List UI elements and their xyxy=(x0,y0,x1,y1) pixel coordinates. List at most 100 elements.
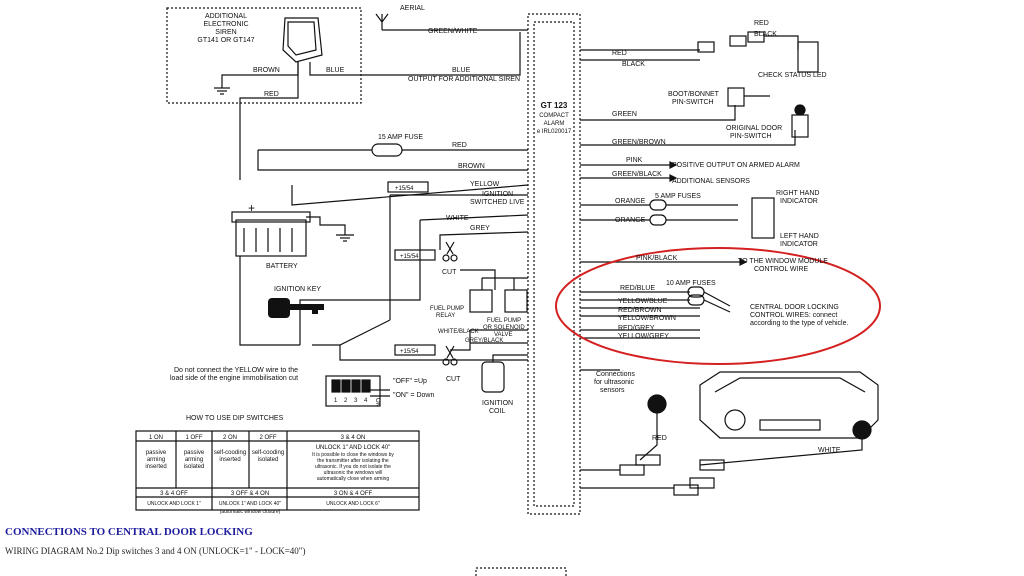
original-door-label: PIN-SWITCH xyxy=(730,133,772,140)
table-cell: self-cooding xyxy=(252,450,284,456)
dip-off-label: "OFF" =Up xyxy=(393,378,427,385)
fuses-10-label: 10 AMP FUSES xyxy=(666,280,716,287)
siren-icon xyxy=(282,17,323,63)
table-cell: arming xyxy=(185,457,203,463)
siren-box xyxy=(166,7,362,104)
car-outline xyxy=(699,371,879,439)
yellow-wire-label: YELLOW xyxy=(470,181,500,188)
ultrasonic-sensor-right xyxy=(852,420,872,440)
red-grey-label: RED/GREY xyxy=(618,325,655,332)
green-white-label: GREEN/WHITE xyxy=(428,28,478,35)
battery-icon xyxy=(235,219,307,257)
check-status-led-label: CHECK STATUS LED xyxy=(758,72,827,79)
table-header: 3 OFF & 4 ON xyxy=(231,491,269,497)
grey-black-label: GREY/BLACK xyxy=(465,338,503,344)
plus15-54-label: +15/54 xyxy=(395,186,414,192)
battery-label: BATTERY xyxy=(266,263,298,270)
table-cell: It is possible to close the windows by xyxy=(312,452,394,458)
siren-brown-label: BROWN xyxy=(253,67,280,74)
switched-live-label: SWITCHED LIVE xyxy=(470,199,525,206)
orange-label: ORANGE xyxy=(615,198,646,205)
table-cell: UNLOCK 1" AND LOCK 40" xyxy=(316,445,391,451)
plus15-54-label: +15/54 xyxy=(400,254,419,260)
table-cell: UNLOCK AND LOCK 1" xyxy=(147,501,201,507)
red-top-label: RED xyxy=(754,20,769,27)
module-sub: COMPACT xyxy=(539,113,569,119)
fuel-pump-valve-label: OR SOLENOID xyxy=(483,325,525,331)
yellow-brown-label: YELLOW/BROWN xyxy=(618,315,676,322)
green-label: GREEN xyxy=(612,111,637,118)
siren-title-line: ELECTRONIC xyxy=(203,21,248,28)
table-cell: inserted xyxy=(145,464,166,470)
left-hand-label: INDICATOR xyxy=(780,241,818,248)
table-header: 2 ON xyxy=(223,435,237,441)
plus15-54-label: +15/54 xyxy=(400,349,419,355)
boot-bonnet-label: BOOT/BONNET xyxy=(668,91,720,98)
ignition-coil-label: COIL xyxy=(489,408,505,415)
module-title: GT 123 xyxy=(541,101,568,110)
fuel-pump-relay-label: RELAY xyxy=(436,313,455,319)
left-hand-label: LEFT HAND xyxy=(780,233,819,240)
pink-label: PINK xyxy=(626,157,643,164)
pink-black-label: PINK/BLACK xyxy=(636,255,678,262)
brown-wire-label: BROWN xyxy=(458,163,485,170)
fuse-15a xyxy=(371,143,403,157)
dip-number: 4 xyxy=(364,398,368,404)
additional-sensors-label: ADDITIONAL SENSORS xyxy=(672,178,750,185)
gt123-module-box xyxy=(527,13,581,515)
fuel-pump-relay-label: FUEL PUMP xyxy=(430,306,464,312)
black-label: BLACK xyxy=(622,61,645,68)
table-cell: self-cooding xyxy=(214,450,246,456)
cdl-label: according to the type of vehicle. xyxy=(750,320,849,327)
table-cell: inserted xyxy=(219,457,240,463)
check-status-led-icon xyxy=(797,41,819,73)
cut-label: CUT xyxy=(446,376,461,383)
highlight-ellipse xyxy=(555,247,881,365)
table-cell: ultrasonic. If you do not isolate the xyxy=(315,464,391,470)
fuel-pump-valve-label: FUEL PUMP xyxy=(487,318,521,324)
window-module-label: TO THE WINDOW MODULE xyxy=(738,258,828,265)
red-brown-label: RED/BROWN xyxy=(618,307,662,314)
module-sub: ALARM xyxy=(544,121,565,127)
caption-subtitle: WIRING DIAGRAM No.2 Dip switches 3 and 4… xyxy=(5,546,306,556)
connections-label: for ultrasonic xyxy=(594,379,635,386)
green-black-label: GREEN/BLACK xyxy=(612,171,662,178)
fuses-5-label: 5 AMP FUSES xyxy=(655,193,701,200)
plus-sign: + xyxy=(248,201,255,215)
siren-title-line: ADDITIONAL xyxy=(205,13,247,20)
dip-table-text: 1 ON 1 OFF 2 ON 2 OFF 3 & 4 ON passive a… xyxy=(145,435,394,515)
siren-blue-label: BLUE xyxy=(326,67,345,74)
table-cell: isolated xyxy=(184,464,205,470)
table-cell: passive xyxy=(184,450,205,456)
dip-on-label: "ON" = Down xyxy=(393,392,434,399)
positive-output-label: POSITIVE OUTPUT ON ARMED ALARM xyxy=(672,162,800,169)
indicator-icon xyxy=(751,197,775,239)
table-cell: (automatic window closure) xyxy=(220,509,281,515)
note-yellow: Do not connect the YELLOW wire to the xyxy=(174,367,298,374)
how-to-dip: HOW TO USE DIP SWITCHES xyxy=(186,415,284,422)
table-cell: UNLOCK AND LOCK 6" xyxy=(326,501,380,507)
table-header: 3 & 4 ON xyxy=(341,435,366,441)
red-label: RED xyxy=(612,50,627,57)
orange-label: ORANGE xyxy=(615,217,646,224)
green-brown-label: GREEN/BROWN xyxy=(612,139,666,146)
dip-table xyxy=(135,430,420,511)
right-hand-label: INDICATOR xyxy=(780,198,818,205)
cdl-label: CENTRAL DOOR LOCKING xyxy=(750,304,839,311)
dip-on-vertical: ON xyxy=(374,398,380,407)
white-black-label: WHITE/BLACK xyxy=(438,329,479,335)
table-cell: isolated xyxy=(258,457,279,463)
table-cell: arming xyxy=(147,457,165,463)
ignition-key-label: IGNITION KEY xyxy=(274,286,321,293)
table-header: 2 OFF xyxy=(259,435,276,441)
table-cell: UNLOCK 1" AND LOCK 40" xyxy=(219,501,281,507)
table-cell: the transmitter after isolating the xyxy=(317,458,389,464)
boot-bonnet-label: PIN-SWITCH xyxy=(672,99,714,106)
boot-pin-switch-icon xyxy=(727,87,745,107)
table-cell: passive xyxy=(146,450,167,456)
table-cell: automatically close when arming xyxy=(317,476,389,482)
white-wire-label: WHITE xyxy=(446,215,469,222)
table-header: 3 & 4 OFF xyxy=(160,491,188,497)
wiring-lines xyxy=(135,7,879,576)
